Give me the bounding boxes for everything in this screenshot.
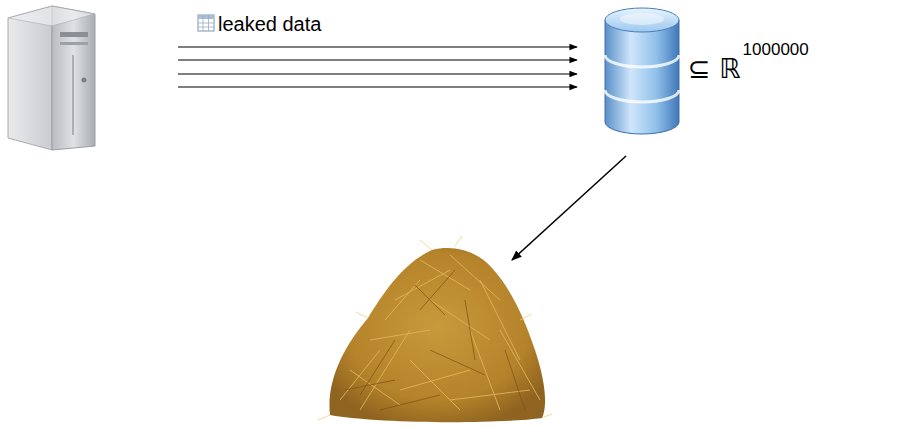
set-label: ⊆ ℝ [688, 55, 741, 82]
table-icon [198, 15, 214, 31]
haystack-image [318, 236, 552, 422]
flow-label: leaked data [218, 14, 321, 34]
flow-arrows [178, 47, 577, 87]
set-label: 1000000 [743, 41, 809, 58]
pointer-arrow [512, 156, 626, 260]
database-icon [605, 8, 679, 134]
server-icon [8, 6, 95, 150]
